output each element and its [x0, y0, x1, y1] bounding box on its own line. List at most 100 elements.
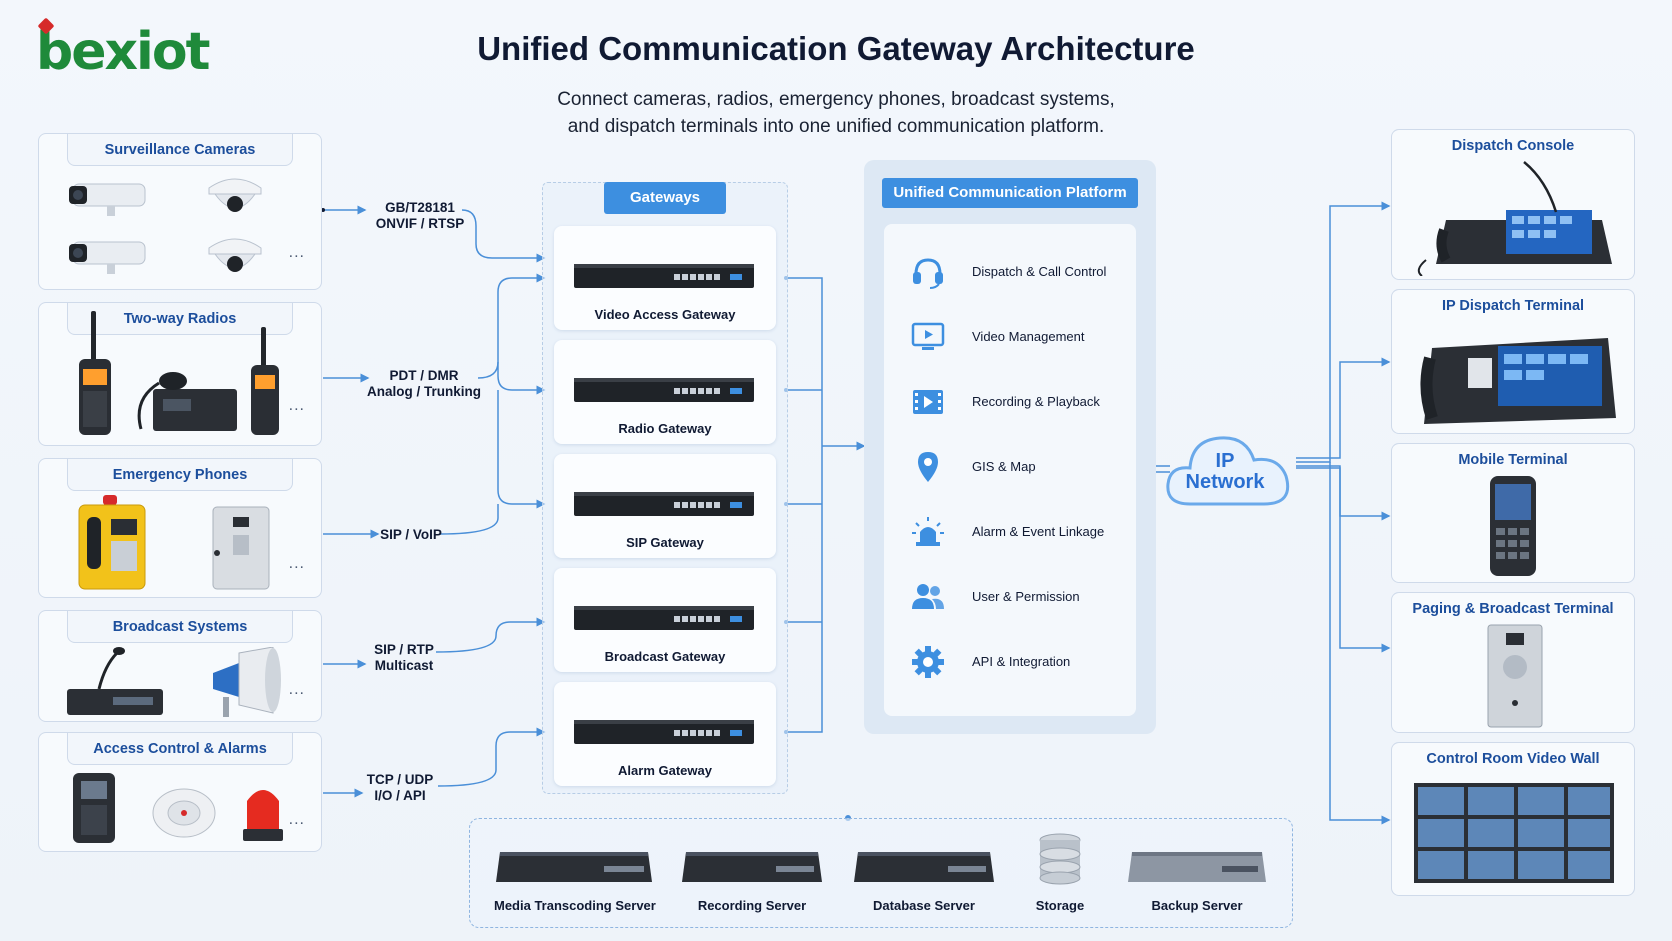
more-ellipsis: ... — [288, 244, 305, 261]
protocol-line: SIP / RTP — [374, 642, 434, 657]
terminal-title: Dispatch Console — [1451, 138, 1575, 154]
brand-logo: bexiot — [36, 17, 210, 82]
dome-camera-icon — [208, 238, 262, 272]
protocol-line: Multicast — [374, 658, 434, 673]
network-label-line: IP — [1215, 450, 1235, 472]
gateway-card-broadcast[interactable]: Broadcast Gateway — [554, 568, 776, 672]
source-panel-access-control-alarms: Access Control & Alarms ... — [38, 732, 322, 852]
gateways-heading: Gateways — [604, 182, 726, 214]
server-label: Recording Server — [697, 898, 807, 913]
gateway-label: Alarm Gateway — [618, 763, 712, 778]
feature-label: Dispatch & Call Control — [972, 264, 1107, 279]
terminal-title: Paging & Broadcast Terminal — [1412, 601, 1614, 617]
users-icon — [912, 584, 944, 609]
ip-network-label: IP Network — [1170, 451, 1280, 493]
gateway-device-icon — [574, 378, 754, 402]
paging-terminal-icon — [1487, 624, 1543, 728]
gateway-label: Broadcast Gateway — [604, 649, 726, 664]
terminal-title: Control Room Video Wall — [1426, 751, 1600, 767]
feature-label: Alarm & Event Linkage — [972, 524, 1105, 539]
panel-title: Two-way Radios — [67, 303, 293, 335]
alarm-beacon-icon — [243, 790, 283, 841]
gateway-card-alarm[interactable]: Alarm Gateway — [554, 682, 776, 786]
horn-speaker-icon — [213, 647, 281, 717]
server-label: Storage — [1035, 898, 1085, 913]
handheld-radio-icon — [79, 311, 111, 435]
feature-gis-map[interactable]: GIS & Map — [910, 447, 1130, 487]
protocol-label-cameras: GB/T28181 ONVIF / RTSP — [372, 200, 468, 232]
feature-video-management[interactable]: Video Management — [910, 317, 1130, 357]
map-pin-icon — [918, 452, 938, 482]
rack-server-icon — [682, 852, 822, 882]
protocol-label-alarms: TCP / UDP I/O / API — [362, 772, 438, 804]
protocol-line: PDT / DMR — [389, 368, 459, 383]
feature-api-integration[interactable]: API & Integration — [910, 642, 1130, 682]
dispatch-console-icon — [1417, 161, 1612, 276]
protocol-label-broadcast: SIP / RTP Multicast — [364, 642, 444, 674]
video-wall-icon — [1414, 783, 1614, 883]
feature-label: API & Integration — [972, 654, 1071, 669]
gateway-device-icon — [574, 606, 754, 630]
source-panel-surveillance-cameras: Surveillance Cameras ... — [38, 133, 322, 290]
server-label: Backup Server — [1151, 898, 1243, 913]
terminal-panel-mobile[interactable]: Mobile Terminal — [1391, 443, 1635, 583]
monitor-play-icon — [911, 322, 945, 350]
feature-user-permission[interactable]: User & Permission — [910, 577, 1130, 617]
protocol-line: Analog / Trunking — [367, 384, 481, 399]
page-subtitle: Connect cameras, radios, emergency phone… — [0, 86, 1672, 140]
gateway-device-icon — [574, 492, 754, 516]
rack-server-icon — [496, 852, 652, 882]
ip-dispatch-terminal-icon — [1420, 338, 1616, 424]
more-ellipsis: ... — [288, 681, 305, 698]
bullet-camera-icon — [69, 241, 146, 274]
mobile-radio-icon — [137, 372, 237, 431]
feature-label: User & Permission — [972, 589, 1080, 604]
protocol-line: SIP / VoIP — [380, 527, 442, 542]
gateway-card-video-access[interactable]: Video Access Gateway — [554, 226, 776, 330]
terminal-panel-ip-dispatch[interactable]: IP Dispatch Terminal — [1391, 289, 1635, 434]
feature-label: Recording & Playback — [972, 394, 1100, 409]
terminal-panel-dispatch-console[interactable]: Dispatch Console — [1391, 129, 1635, 280]
panel-title: Emergency Phones — [67, 459, 293, 491]
feature-alarm-event-linkage[interactable]: Alarm & Event Linkage — [910, 512, 1130, 552]
protocol-line: TCP / UDP — [366, 772, 434, 787]
access-reader-icon — [73, 773, 115, 843]
more-ellipsis: ... — [288, 555, 305, 572]
alarm-light-icon — [912, 517, 944, 546]
emergency-phone-icon — [78, 495, 146, 590]
source-panel-broadcast-systems: Broadcast Systems ... — [38, 610, 322, 722]
gateway-card-radio[interactable]: Radio Gateway — [554, 340, 776, 444]
gateway-card-sip[interactable]: SIP Gateway — [554, 454, 776, 558]
bullet-camera-icon — [69, 183, 146, 216]
gateway-label: Radio Gateway — [618, 421, 712, 436]
protocol-line: I/O / API — [374, 788, 426, 803]
protocol-line: GB/T28181 — [385, 200, 455, 215]
dome-camera-icon — [208, 178, 262, 212]
gear-icon — [912, 646, 944, 678]
logo-text: bexiot — [36, 22, 210, 82]
protocol-line: ONVIF / RTSP — [375, 216, 465, 231]
gateway-device-icon — [574, 720, 754, 744]
server-label: Database Server — [873, 898, 975, 913]
source-panel-two-way-radios: Two-way Radios ... — [38, 302, 322, 446]
panel-title: Broadcast Systems — [67, 611, 293, 643]
platform-heading: Unified Communication Platform — [882, 178, 1138, 208]
gateway-label: SIP Gateway — [626, 535, 704, 550]
subtitle-line-1: Connect cameras, radios, emergency phone… — [557, 89, 1115, 110]
server-label: Media Transcoding Server — [494, 898, 656, 913]
panel-title: Access Control & Alarms — [67, 733, 293, 765]
network-label-line: Network — [1185, 471, 1265, 493]
terminal-title: Mobile Terminal — [1458, 452, 1568, 468]
more-ellipsis: ... — [288, 397, 305, 414]
cloud-icon — [1166, 436, 1290, 506]
terminal-panel-paging-broadcast[interactable]: Paging & Broadcast Terminal — [1391, 592, 1635, 733]
intercom-panel-icon — [212, 506, 270, 590]
mobile-terminal-icon — [1490, 476, 1536, 576]
feature-recording-playback[interactable]: Recording & Playback — [910, 382, 1130, 422]
feature-dispatch-call-control[interactable]: Dispatch & Call Control — [910, 252, 1130, 292]
headset-icon — [913, 258, 943, 289]
panel-title: Surveillance Cameras — [67, 134, 293, 166]
protocol-label-radios: PDT / DMR Analog / Trunking — [366, 368, 482, 400]
terminal-panel-video-wall[interactable]: Control Room Video Wall — [1391, 742, 1635, 896]
page-title: Unified Communication Gateway Architectu… — [477, 30, 1195, 67]
